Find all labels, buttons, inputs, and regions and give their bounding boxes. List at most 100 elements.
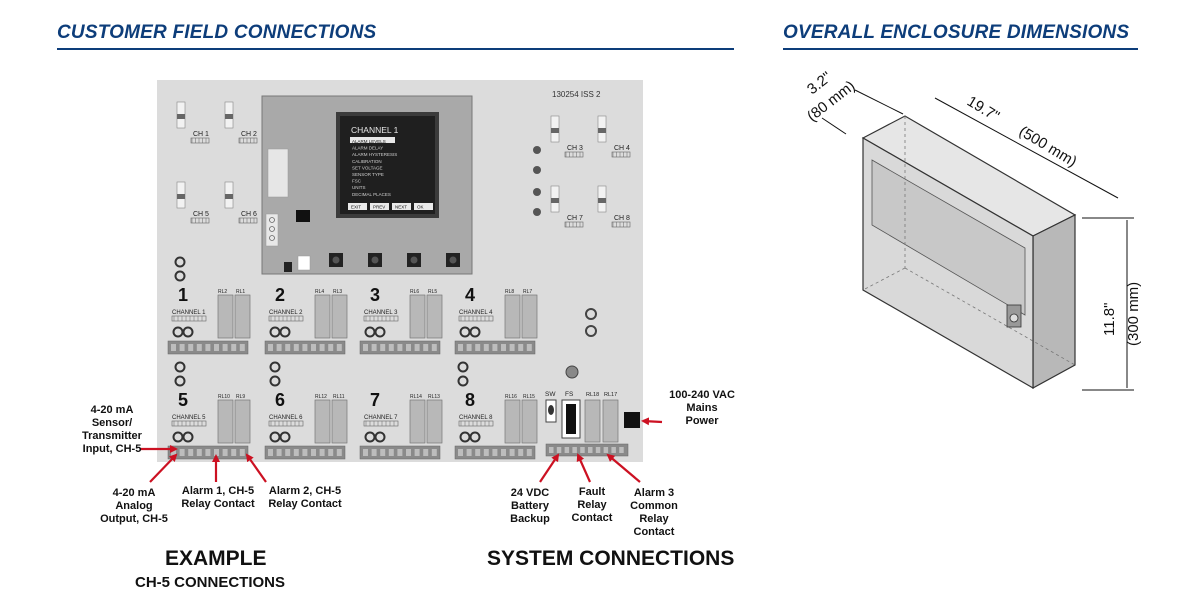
callout-arrow [245, 453, 267, 483]
alarm1-annotation: Alarm 1, CH-5 Relay Contact [181, 485, 255, 510]
channel-number: 7 [370, 390, 380, 410]
relay-label: RL7 [523, 289, 532, 295]
right-header-rule [783, 48, 1138, 50]
depth-dim-line [854, 89, 904, 115]
channel-label: CHANNEL 3 [364, 310, 398, 316]
relay-label: RL3 [333, 289, 342, 295]
customer-field-connections-title: CUSTOMER FIELD CONNECTIONS [57, 22, 377, 43]
battery-annotation: 24 VDC Battery Backup [510, 487, 550, 525]
channel-number: 3 [370, 285, 380, 305]
display-label-plate [267, 148, 289, 198]
alarm2-annotation: Alarm 2, CH-5 Relay Contact [268, 485, 342, 510]
display-softkey-label: NEXT [395, 205, 407, 210]
depth-dim-ext [821, 117, 847, 135]
display-connector [296, 210, 310, 222]
relay-label: RL2 [218, 289, 227, 295]
channel-number: 5 [178, 390, 188, 410]
system-led-top [585, 308, 597, 320]
display-menu-item: ALARM DELAY [352, 146, 383, 151]
relay [234, 294, 251, 339]
system-relay-label-1: RL18 [586, 392, 599, 398]
display-menu-item: ALARM HYSTERESIS [352, 152, 397, 157]
enclosure-dimensions-title: OVERALL ENCLOSURE DIMENSIONS [783, 22, 1130, 43]
relay [426, 399, 443, 444]
relay [314, 294, 331, 339]
relay [504, 399, 521, 444]
display-menu-item: FSC [352, 179, 362, 184]
channel-label: CHANNEL 1 [172, 310, 206, 316]
relay [234, 399, 251, 444]
relay-label: RL12 [315, 394, 327, 400]
callout-arrow [539, 453, 560, 483]
status-led [269, 361, 281, 373]
channel-switch-label: CH 7 [567, 215, 583, 222]
display-softkey-label: PREV [373, 205, 385, 210]
status-led [174, 375, 186, 387]
relay [426, 294, 443, 339]
relay [521, 294, 538, 339]
relay-label: RL8 [505, 289, 514, 295]
display-title: CHANNEL 1 [351, 125, 399, 135]
channel-switch-label: CH 4 [614, 145, 630, 152]
status-led [174, 256, 186, 268]
status-led [457, 375, 469, 387]
relay [217, 399, 234, 444]
fault-relay-annotation: Fault Relay Contact [571, 486, 613, 524]
channel-number: 2 [275, 285, 285, 305]
channel-switch-label: CH 6 [241, 211, 257, 218]
relay-label: RL11 [333, 394, 345, 400]
channel-label: CHANNEL 5 [172, 415, 206, 421]
channel-number: 6 [275, 390, 285, 410]
relay [217, 294, 234, 339]
status-led [269, 375, 281, 387]
display-softkey [348, 203, 367, 210]
analog-output-annotation: 4-20 mA Analog Output, CH-5 [100, 487, 168, 525]
channel-label: CHANNEL 8 [459, 415, 493, 421]
mains-power-annotation: 100-240 VAC Mains Power [669, 389, 735, 427]
width-mm: (500 mm) [1016, 123, 1080, 171]
display-softkey-label: EXIT [351, 205, 361, 210]
display-menu-item: UNITS [352, 185, 366, 190]
channel-number: 8 [465, 390, 475, 410]
relay-label: RL15 [523, 394, 535, 400]
display-softkey [414, 203, 433, 210]
system-led-bottom [585, 325, 597, 337]
enclosure-side [1032, 214, 1076, 390]
channel-label: CHANNEL 4 [459, 310, 493, 316]
example-caption: EXAMPLE [165, 547, 267, 570]
display-menu-item: SENSOR TYPE [352, 172, 384, 177]
relay-label: RL6 [410, 289, 419, 295]
display-softkey-label: OK [417, 205, 424, 210]
relay [409, 399, 426, 444]
alarm3-relay [602, 399, 619, 443]
channel-switch-label: CH 3 [567, 145, 583, 152]
status-led [174, 361, 186, 373]
channel-switch-label: CH 5 [193, 211, 209, 218]
system-connections-caption: SYSTEM CONNECTIONS [487, 547, 735, 570]
relay-label: RL1 [236, 289, 245, 295]
status-led [174, 270, 186, 282]
channel-number: 1 [178, 285, 188, 305]
callout-arrow [576, 453, 592, 483]
display-softkey [392, 203, 411, 210]
callout-arrow [641, 417, 663, 426]
channel-label: CHANNEL 6 [269, 415, 303, 421]
left-header-rule [57, 48, 734, 50]
sw-label: SW [545, 391, 556, 398]
relay [409, 294, 426, 339]
relay [331, 294, 348, 339]
display-jumper [265, 213, 279, 247]
system-relay-label-2: RL17 [604, 392, 617, 398]
width-dim-line [934, 97, 1119, 199]
channel-label: CHANNEL 7 [364, 415, 398, 421]
alarm3-annotation: Alarm 3 Common Relay Contact [630, 487, 678, 538]
relay-label: RL9 [236, 394, 245, 400]
channel-switch-label: CH 1 [193, 131, 209, 138]
